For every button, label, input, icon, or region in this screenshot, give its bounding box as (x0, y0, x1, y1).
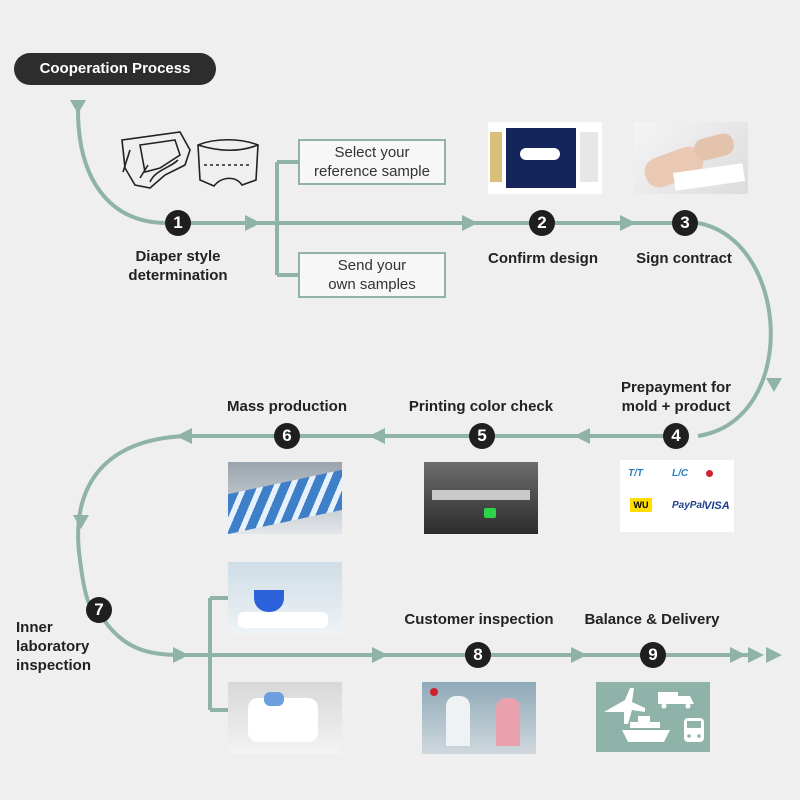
arrowhead (620, 215, 636, 231)
arrowhead (176, 428, 192, 444)
moneygram-icon (706, 470, 713, 477)
step-label-line: determination (128, 267, 228, 284)
diaper-icon (121, 131, 191, 189)
contract-signing-image (634, 122, 748, 194)
arrowhead (748, 647, 764, 663)
step-5-number: 5 (469, 423, 495, 449)
step-label-line: inspection (16, 657, 92, 674)
truck-icon (658, 692, 694, 709)
mass-production-image (228, 462, 342, 534)
step-1-label: Diaper style determination (108, 247, 248, 285)
cooperation-process-title: Cooperation Process (14, 53, 216, 85)
lab-testing-image (228, 682, 342, 754)
arrowheads (70, 100, 782, 663)
step-6-label: Mass production (226, 398, 347, 415)
arrowhead (369, 428, 385, 444)
step-7-label: Inner laboratory inspection (16, 618, 102, 675)
arrowhead (766, 378, 782, 392)
paypal-logo: PayPal (672, 500, 705, 511)
step-9-label: Balance & Delivery (584, 611, 720, 628)
step-5-label: Printing color check (408, 398, 554, 415)
box-text: reference sample (314, 163, 430, 180)
step-2-number: 2 (529, 210, 555, 236)
step-1-number: 1 (165, 210, 191, 236)
step-2-label: Confirm design (487, 250, 598, 267)
box-text: Send your (337, 257, 407, 274)
tt-logo: T/T (628, 468, 643, 479)
arrowhead (372, 647, 388, 663)
select-reference-sample-box: Select your reference sample (298, 139, 446, 185)
arrowhead (766, 647, 782, 663)
step-4-label: Prepayment for mold + product (604, 378, 748, 416)
airplane-icon (604, 688, 645, 724)
box-text: Select your (334, 144, 410, 161)
train-icon (684, 718, 704, 742)
printing-machine-image (424, 462, 538, 534)
arrowhead (73, 515, 89, 529)
step-9-number: 9 (640, 642, 666, 668)
step-8-label: Customer inspection (404, 611, 554, 628)
arrowhead (574, 428, 590, 444)
flow-curve-7 (102, 618, 181, 657)
send-own-samples-box: Send your own samples (298, 252, 446, 298)
step-3-label: Sign contract (636, 250, 732, 267)
delivery-icons (596, 682, 710, 752)
step-label-line: Inner (16, 619, 53, 636)
step-label-line: Diaper style (135, 248, 221, 265)
customer-inspection-image (422, 682, 536, 754)
flow-line-start (76, 109, 166, 225)
step-label-line: Prepayment for (620, 379, 732, 396)
arrowhead (462, 215, 478, 231)
payment-methods-image: T/T L/C WU PayPal VISA (620, 460, 734, 532)
arrowhead (571, 647, 587, 663)
design-packaging-image (488, 122, 602, 194)
step-3-number: 3 (672, 210, 698, 236)
step-8-number: 8 (465, 642, 491, 668)
flow-curve-left (76, 434, 186, 614)
lc-logo: L/C (672, 468, 689, 479)
visa-logo: VISA (704, 500, 730, 512)
step-7-number: 7 (86, 597, 112, 623)
flow-curve-right (697, 221, 773, 438)
arrowhead (730, 647, 746, 663)
wu-logo: WU (630, 498, 652, 512)
step-label-line: mold + product (621, 398, 731, 415)
step-label-line: laboratory (16, 638, 90, 655)
lab-liquid-test-image (228, 562, 342, 634)
arrowhead (245, 215, 261, 231)
step-6-number: 6 (274, 423, 300, 449)
box-text: own samples (328, 276, 416, 293)
arrowhead (173, 647, 189, 663)
pull-up-pants-icon (197, 138, 259, 187)
ship-icon (622, 716, 670, 742)
arrowhead-start (70, 100, 86, 114)
step-4-number: 4 (663, 423, 689, 449)
